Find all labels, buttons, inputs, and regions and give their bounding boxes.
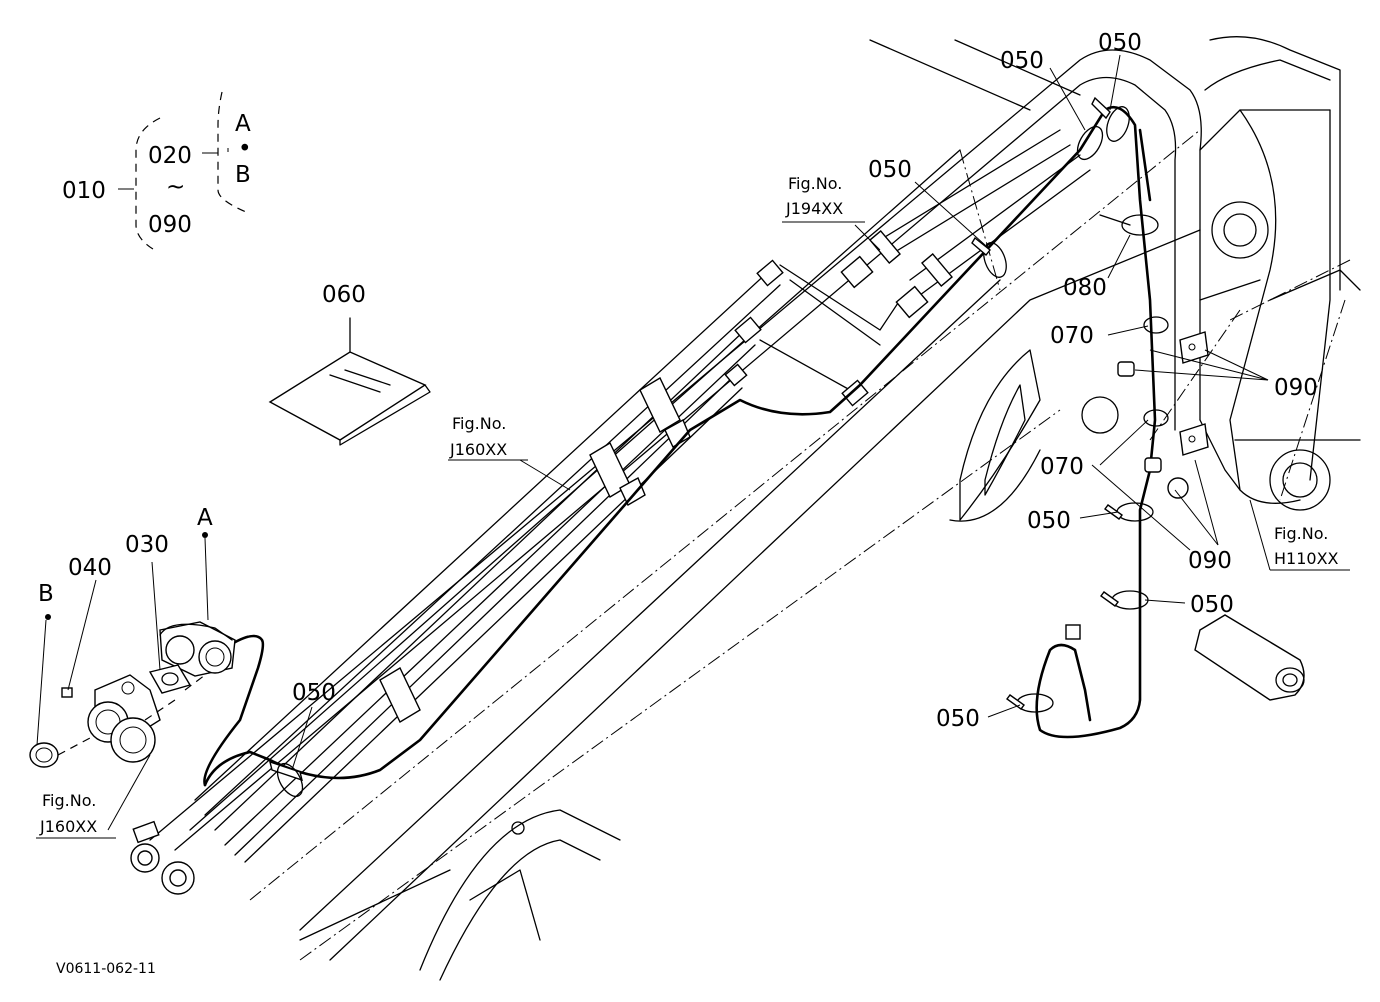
- label-060: 060: [322, 282, 366, 308]
- label-070-a: 070: [1050, 323, 1094, 349]
- label-070-b: 070: [1040, 454, 1084, 480]
- fig-j160-prefix-b: Fig.No.: [42, 791, 96, 810]
- fig-h110-code: H110XX: [1274, 549, 1339, 568]
- label-point-b: B: [38, 581, 54, 607]
- assembly-tree: [118, 91, 247, 253]
- label-090-a: 090: [1274, 375, 1318, 401]
- label-point-a: A: [197, 505, 213, 531]
- label-050-c: 050: [1098, 30, 1142, 56]
- phantom-lines: [249, 129, 1351, 961]
- fig-j160-prefix-a: Fig.No.: [452, 414, 506, 433]
- connector-group: [29, 621, 236, 768]
- wire-harness: [203, 105, 1157, 787]
- harness-components: [269, 96, 1305, 798]
- label-080: 080: [1063, 275, 1107, 301]
- label-090-b: 090: [1188, 548, 1232, 574]
- pipe-fittings: [724, 230, 953, 407]
- label-050-f: 050: [936, 706, 980, 732]
- label-090-range: 090: [148, 212, 192, 238]
- label-050-b: 050: [1000, 48, 1044, 74]
- manual-060: [268, 317, 431, 446]
- label-variant-b: B: [235, 162, 251, 188]
- label-030: 030: [125, 532, 169, 558]
- pipe-end-couplers: [130, 820, 195, 895]
- hydraulic-pipes: [130, 129, 1091, 895]
- label-050-d: 050: [1027, 508, 1071, 534]
- drawing-code: V0611-062-11: [56, 961, 156, 977]
- label-variant-dot: •: [238, 136, 252, 162]
- labels: 010 020 ~ 090 A • B 060 Fig.No. J194XX 0…: [38, 30, 1339, 977]
- label-variant-a: A: [235, 111, 251, 137]
- label-range-sep: ~: [166, 174, 185, 200]
- label-020: 020: [148, 143, 192, 169]
- label-050-e: 050: [1190, 592, 1234, 618]
- boom-outline: [149, 36, 1361, 981]
- pipe-clamps: [379, 377, 691, 723]
- fig-h110-prefix: Fig.No.: [1274, 524, 1328, 543]
- leader-lines: [36, 54, 1350, 839]
- label-040: 040: [68, 555, 112, 581]
- label-050-a: 050: [868, 157, 912, 183]
- fig-j160-code-a: J160XX: [449, 440, 507, 459]
- label-050-g: 050: [292, 680, 336, 706]
- fig-j194-prefix: Fig.No.: [788, 174, 842, 193]
- fig-j194-code: J194XX: [785, 199, 843, 218]
- fig-j160-code-b: J160XX: [39, 817, 97, 836]
- label-010: 010: [62, 178, 106, 204]
